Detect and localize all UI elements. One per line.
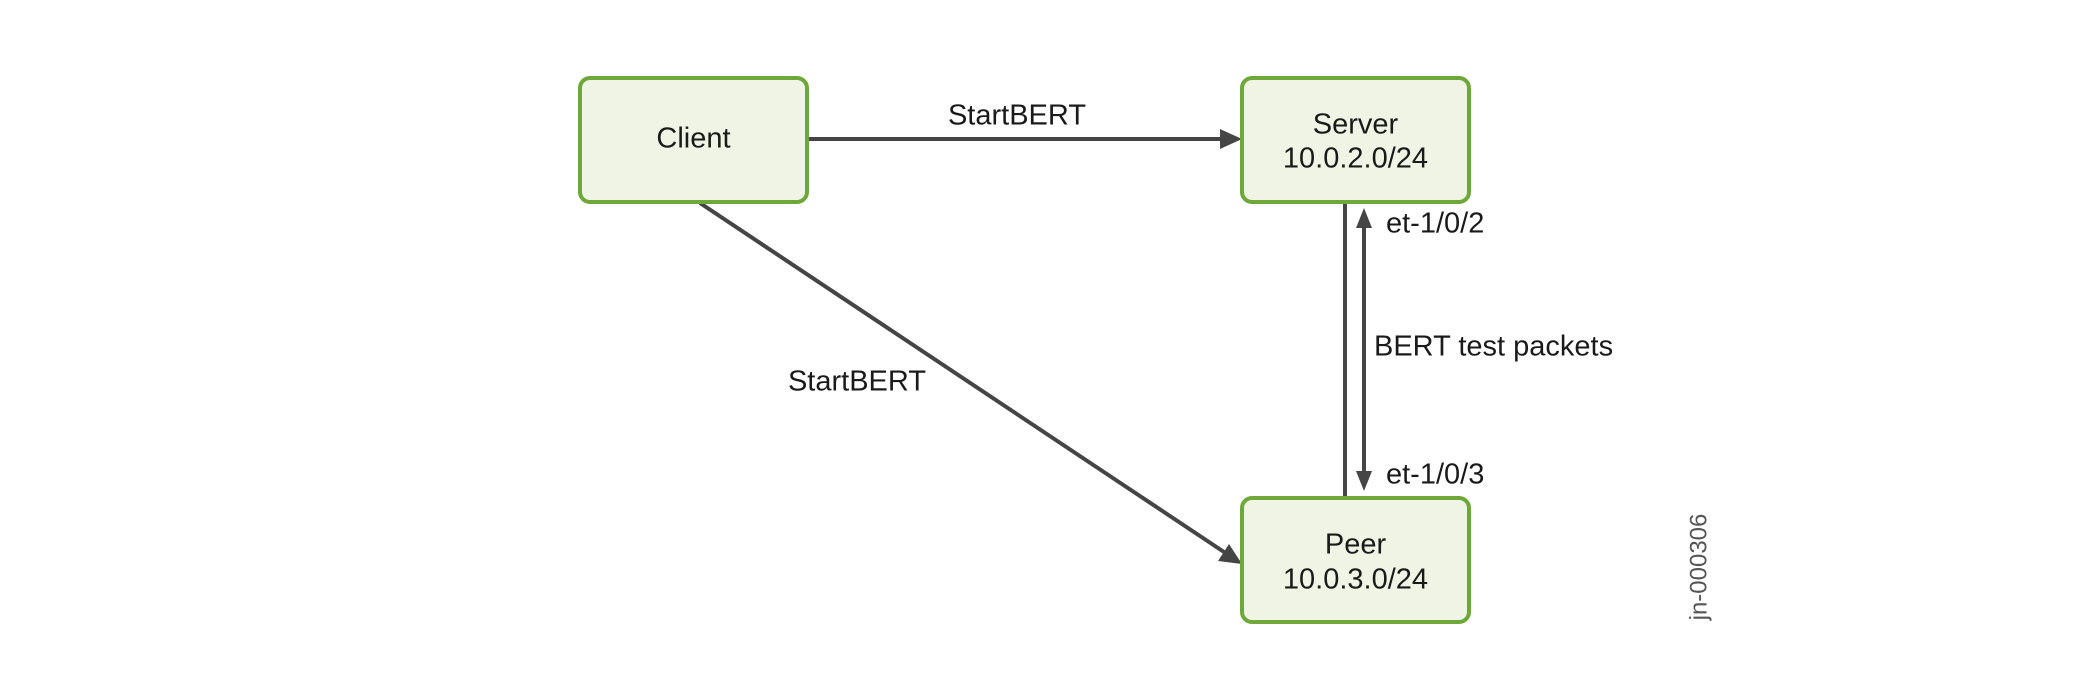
server-interface-label: et-1/0/2: [1386, 208, 1484, 240]
bert-test-packets-label: BERT test packets: [1374, 331, 1613, 363]
peer-interface-label: et-1/0/3: [1386, 459, 1484, 491]
figure-id-label: jn-000306: [1685, 514, 1712, 622]
node-peer: Peer 10.0.3.0/24: [1240, 496, 1471, 624]
node-client: Client: [578, 76, 809, 204]
edge-client-to-peer-label: StartBERT: [788, 366, 926, 398]
arrowhead-to-server: [1220, 129, 1242, 149]
edge-client-to-server: [808, 129, 1242, 149]
edge-client-to-server-label: StartBERT: [948, 100, 1086, 132]
arrowhead-up-to-server: [1356, 208, 1372, 228]
edge-client-to-peer: [698, 201, 1242, 564]
node-peer-box: [1240, 496, 1471, 624]
node-server-box: [1240, 76, 1471, 204]
node-server-subnet: 10.0.2.0/24: [1283, 143, 1428, 175]
node-server-label: Server: [1313, 109, 1399, 141]
node-server: Server 10.0.2.0/24: [1240, 76, 1471, 204]
node-peer-label: Peer: [1325, 529, 1387, 561]
arrowhead-to-peer: [1218, 544, 1242, 564]
node-client-box: [578, 76, 809, 204]
node-client-label: Client: [656, 123, 730, 155]
edge-client-to-peer-line: [698, 201, 1226, 554]
node-peer-subnet: 10.0.3.0/24: [1283, 564, 1428, 596]
arrowhead-down-to-peer: [1356, 471, 1372, 491]
edge-server-peer-link: [1343, 203, 1372, 496]
